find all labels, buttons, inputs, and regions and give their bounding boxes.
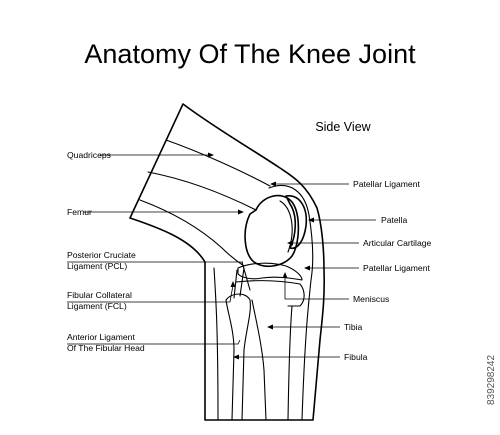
arrow-femur	[238, 209, 244, 215]
label-pcl-line1: Posterior Cruciate	[67, 250, 136, 260]
femur-condyle	[244, 194, 300, 268]
arrow-quadriceps	[208, 152, 214, 158]
label-patellar-ligament-bottom: Patellar Ligament	[363, 263, 430, 273]
label-articular-cartilage: Articular Cartilage	[363, 238, 432, 248]
label-pcl-line2: Ligament (PCL)	[67, 261, 127, 271]
left-labels: Quadriceps Femur Posterior Cruciate Liga…	[67, 150, 145, 353]
label-fibula: Fibula	[344, 352, 368, 362]
tibia-anterior	[287, 305, 293, 421]
posterior-cruciate-ligament	[241, 261, 251, 291]
label-fcl-line2: Ligament (FCL)	[67, 301, 127, 311]
label-patella: Patella	[381, 215, 407, 225]
quadriceps-band	[165, 139, 271, 187]
leader-anterior-ligament	[67, 339, 241, 345]
tibial-plateau	[235, 280, 305, 307]
tibia-shaft	[251, 299, 267, 421]
label-tibia: Tibia	[344, 322, 363, 332]
arrow-fibula	[233, 354, 239, 360]
arrow-tibia	[267, 324, 273, 330]
label-quadriceps: Quadriceps	[67, 150, 111, 160]
label-patellar-ligament-top: Patellar Ligament	[353, 179, 420, 189]
calf-posterior-line	[213, 267, 219, 421]
meniscus-shape	[237, 262, 303, 281]
label-anterior-ligament-line2: Of The Fibular Head	[67, 343, 145, 353]
diagram-subtitle: Side View	[315, 120, 371, 134]
leader-lines	[67, 152, 376, 360]
leader-meniscus	[284, 276, 349, 300]
skin-inner-line	[268, 184, 314, 421]
fibular-collateral-ligament	[233, 267, 245, 299]
label-fcl-line1: Fibular Collateral	[67, 290, 132, 300]
leader-fcl	[67, 284, 234, 303]
knee-illustration	[129, 103, 325, 421]
articular-cartilage	[279, 200, 293, 253]
label-meniscus: Meniscus	[353, 294, 389, 304]
label-femur: Femur	[67, 207, 92, 217]
label-anterior-ligament-line1: Anterior Ligament	[67, 332, 135, 342]
patella	[285, 195, 308, 250]
arrow-patellar-ligament-bottom	[304, 265, 310, 271]
arrow-patellar-ligament-top	[270, 181, 276, 187]
arrow-fcl	[230, 281, 236, 287]
femur-upper-line	[147, 171, 257, 211]
watermark-id: 839298242	[486, 355, 497, 405]
diagram-title: Anatomy Of The Knee Joint	[84, 39, 416, 69]
arrow-patella	[308, 217, 314, 223]
arrow-articular-cartilage	[287, 240, 293, 246]
leg-outline	[129, 103, 325, 421]
femur-posterior-line	[139, 199, 245, 267]
right-labels: Patellar Ligament Patella Articular Cart…	[344, 179, 432, 362]
arrow-meniscus	[282, 272, 288, 278]
